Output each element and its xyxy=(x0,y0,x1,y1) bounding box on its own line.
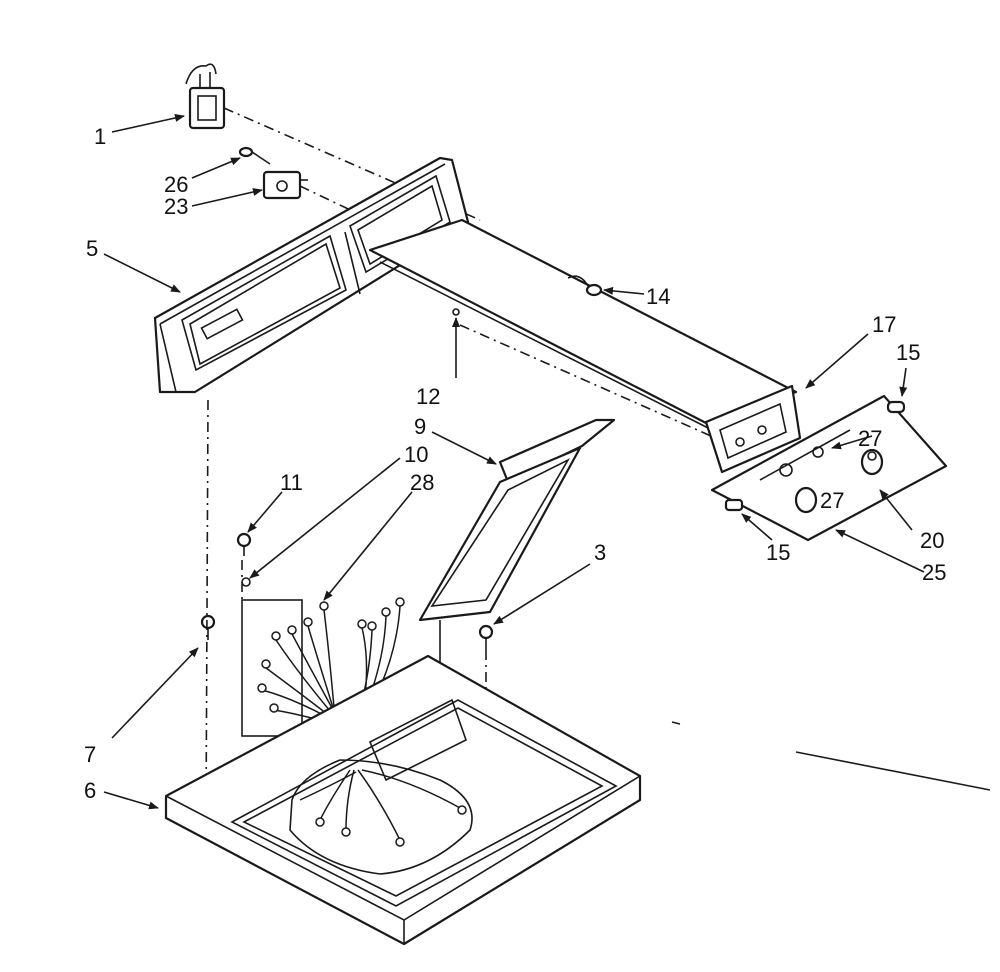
top-cover-part-6 xyxy=(164,654,642,946)
callout-14: 14 xyxy=(646,284,670,309)
screw-part-11 xyxy=(236,532,252,556)
callout-17: 17 xyxy=(872,312,896,337)
screw-part-7 xyxy=(200,614,216,640)
plate-part-20-25 xyxy=(710,394,948,542)
screw-part-10 xyxy=(241,577,251,587)
lamp-part-27b xyxy=(779,446,824,514)
harness-cover-part-9 xyxy=(418,418,616,700)
switch-part-23 xyxy=(262,170,308,200)
callout-labels: 1 26 23 5 14 17 15 12 9 10 28 11 27 27 2… xyxy=(84,124,946,803)
callout-26: 26 xyxy=(164,172,188,197)
callout-3: 3 xyxy=(594,540,606,565)
screw-part-12 xyxy=(452,308,460,316)
callout-27-upper: 27 xyxy=(858,426,882,451)
callout-12: 12 xyxy=(416,384,440,409)
callout-28: 28 xyxy=(410,470,434,495)
callout-11: 11 xyxy=(280,470,303,495)
screw-part-26 xyxy=(238,146,271,165)
callout-25: 25 xyxy=(922,560,946,585)
callout-7: 7 xyxy=(84,742,96,767)
callout-6: 6 xyxy=(84,778,96,803)
callout-15-bottom: 15 xyxy=(766,540,790,565)
callout-10: 10 xyxy=(404,442,428,467)
callout-23: 23 xyxy=(164,194,188,219)
leader-lines xyxy=(103,114,925,810)
alignment-lines-lower xyxy=(205,399,487,821)
clip-part-15b xyxy=(724,498,744,512)
callout-9: 9 xyxy=(414,414,426,439)
screw-part-3 xyxy=(478,624,494,650)
control-panel-part-5 xyxy=(153,156,470,394)
callout-27-lower: 27 xyxy=(820,488,844,513)
callout-20: 20 xyxy=(920,528,944,553)
scan-artifacts xyxy=(671,721,991,791)
callout-15-top: 15 xyxy=(896,340,920,365)
callout-1: 1 xyxy=(94,124,106,149)
callout-5: 5 xyxy=(86,236,98,261)
clip-part-15a xyxy=(886,400,906,414)
lamp-part-27a xyxy=(860,448,884,476)
timer-part-1 xyxy=(185,63,226,130)
clip-part-14 xyxy=(567,275,603,297)
rear-bar-part-17 xyxy=(368,218,802,474)
